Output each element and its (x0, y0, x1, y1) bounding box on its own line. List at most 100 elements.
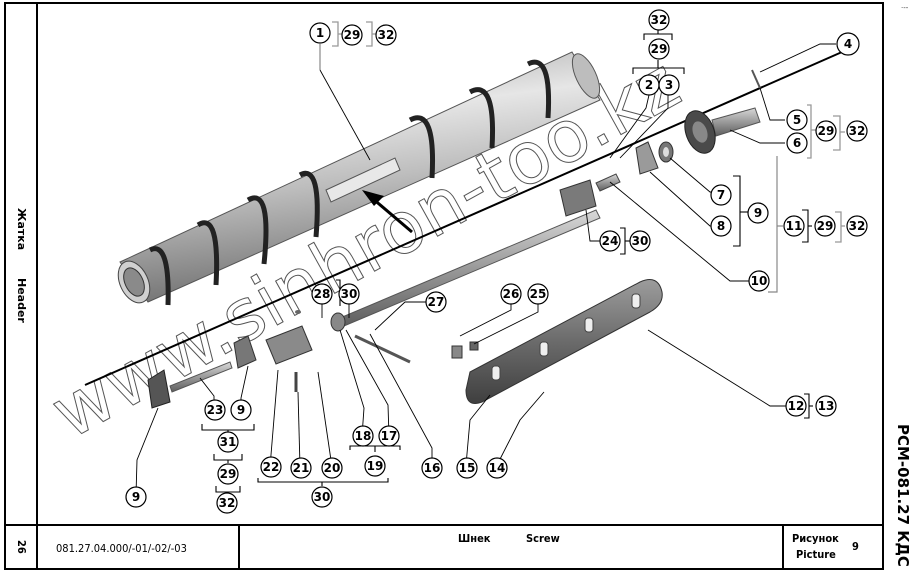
callout-22[interactable]: 22 (260, 456, 282, 478)
callout-6[interactable]: 6 (786, 132, 808, 154)
cover-12 (451, 279, 663, 404)
page-number-cell: 26 (4, 526, 38, 570)
callout-10[interactable]: 10 (748, 270, 770, 292)
svg-text:1: 1 (316, 26, 324, 40)
callout-26[interactable]: 26 (500, 283, 522, 305)
svg-text:10: 10 (751, 274, 768, 288)
figure-label-ru: Рисунок (792, 532, 839, 545)
svg-text:2: 2 (645, 78, 653, 92)
callout-1[interactable]: 1 (309, 22, 331, 44)
svg-text:18: 18 (355, 429, 372, 443)
callout-32[interactable]: 32 (375, 24, 397, 46)
figure-cell: Рисунок Picture 9 (784, 526, 880, 570)
callout-30[interactable]: 30 (338, 283, 360, 305)
callout-24[interactable]: 24 (599, 230, 621, 252)
svg-text:26: 26 (503, 287, 520, 301)
svg-text:16: 16 (424, 461, 441, 475)
callout-9[interactable]: 9 (125, 486, 147, 508)
svg-text:3: 3 (665, 78, 673, 92)
callout-32[interactable]: 32 (216, 492, 238, 514)
separator-line (84, 51, 843, 386)
callout-9[interactable]: 9 (230, 399, 252, 421)
callout-4[interactable]: 4 (836, 32, 860, 56)
svg-text:32: 32 (219, 496, 236, 510)
callout-32[interactable]: 32 (846, 215, 868, 237)
drive-shaft-flange (684, 107, 761, 154)
svg-text:11: 11 (786, 219, 803, 233)
callout-7[interactable]: 7 (710, 184, 732, 206)
title-ru: Шнек (458, 532, 491, 545)
callout-14[interactable]: 14 (486, 457, 508, 479)
callout-15[interactable]: 15 (456, 457, 478, 479)
callout-21[interactable]: 21 (290, 457, 312, 479)
document-code-area: РСМ-081.27 КДС (886, 424, 916, 572)
crank-assembly (265, 310, 346, 392)
callout-17[interactable]: 17 (378, 425, 400, 447)
svg-text:32: 32 (849, 219, 866, 233)
svg-text:22: 22 (263, 460, 280, 474)
svg-text:29: 29 (344, 28, 361, 42)
callout-16[interactable]: 16 (421, 457, 443, 479)
callout-19[interactable]: 19 (364, 455, 386, 477)
callout-23[interactable]: 23 (204, 399, 226, 421)
svg-text:9: 9 (754, 206, 762, 220)
svg-text:25: 25 (530, 287, 547, 301)
svg-text:5: 5 (793, 113, 801, 127)
callout-9[interactable]: 9 (747, 202, 769, 224)
callout-18[interactable]: 18 (352, 425, 374, 447)
grouping-brackets (201, 21, 845, 494)
callout-32[interactable]: 32 (846, 120, 868, 142)
callout-29[interactable]: 29 (814, 215, 836, 237)
title-en: Screw (526, 532, 560, 545)
pin-4 (751, 69, 761, 89)
svg-text:21: 21 (293, 461, 310, 475)
svg-text:29: 29 (220, 467, 237, 481)
svg-text:14: 14 (489, 461, 506, 475)
svg-text:12: 12 (788, 399, 805, 413)
bearing-7 (658, 141, 674, 163)
svg-text:9: 9 (237, 403, 245, 417)
svg-text:23: 23 (207, 403, 224, 417)
callout-20[interactable]: 20 (321, 457, 343, 479)
left-bearing-housing (147, 335, 257, 409)
callout-29[interactable]: 29 (815, 120, 837, 142)
callout-29[interactable]: 29 (648, 38, 670, 60)
callout-25[interactable]: 25 (527, 283, 549, 305)
callout-8[interactable]: 8 (710, 215, 732, 237)
drawing-frame (4, 2, 884, 570)
callout-5[interactable]: 5 (786, 109, 808, 131)
svg-text:30: 30 (314, 490, 331, 504)
svg-text:30: 30 (632, 234, 649, 248)
callout-12[interactable]: 12 (785, 395, 807, 417)
svg-text:7: 7 (717, 188, 725, 202)
svg-text:29: 29 (818, 124, 835, 138)
figure-label-en: Picture (796, 548, 836, 561)
callout-29[interactable]: 29 (341, 24, 363, 46)
svg-text:19: 19 (367, 459, 384, 473)
page-number: 26 (15, 540, 28, 554)
svg-text:31: 31 (220, 435, 237, 449)
svg-text:4: 4 (844, 37, 852, 51)
callout-2[interactable]: 2 (638, 74, 660, 96)
callout-3[interactable]: 3 (658, 74, 680, 96)
svg-text:32: 32 (378, 28, 395, 42)
callout-11[interactable]: 11 (783, 215, 805, 237)
callout-31[interactable]: 31 (217, 431, 239, 453)
svg-text:9: 9 (132, 490, 140, 504)
callout-13[interactable]: 13 (815, 395, 837, 417)
part-number: 081.27.04.000/-01/-02/-03 (56, 542, 187, 555)
callout-32[interactable]: 32 (648, 9, 670, 31)
bracket-24 (559, 179, 597, 217)
svg-text:17: 17 (381, 429, 398, 443)
auger-tube (117, 51, 601, 306)
svg-text:30: 30 (341, 287, 358, 301)
callout-27[interactable]: 27 (425, 291, 447, 313)
svg-text:20: 20 (324, 461, 341, 475)
corner-mark: ·-- (901, 4, 909, 12)
callout-28[interactable]: 28 (311, 283, 333, 305)
svg-text:28: 28 (314, 287, 331, 301)
callout-30[interactable]: 30 (629, 230, 651, 252)
callout-30[interactable]: 30 (311, 486, 333, 508)
callout-29[interactable]: 29 (217, 463, 239, 485)
